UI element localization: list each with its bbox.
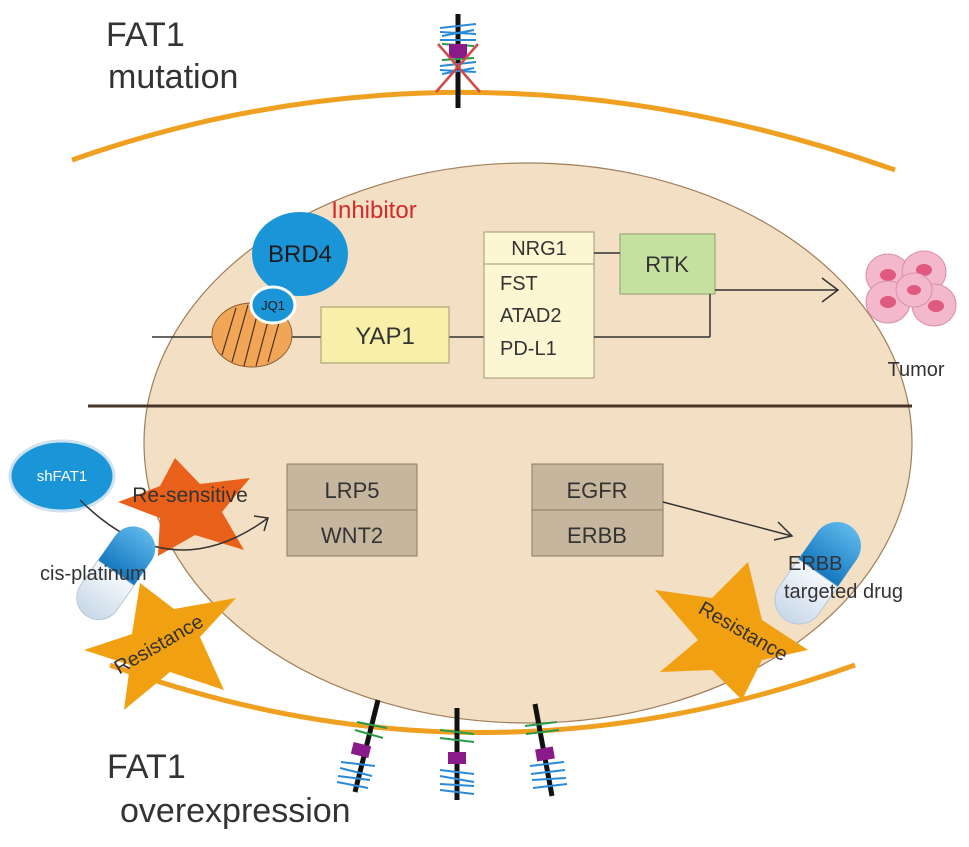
receptor-icon-right [524, 703, 568, 797]
re-sensitive-label: Re-sensitive [132, 484, 248, 507]
shfat1-label: shFAT1 [37, 468, 88, 485]
erbb-label: ERBB [567, 523, 627, 548]
erbb-drug-label-line1: ERBB [788, 553, 842, 575]
resistance-star-right-icon [655, 562, 808, 700]
rtk-label: RTK [645, 252, 689, 277]
brd4-label: BRD4 [268, 241, 332, 268]
egfr-label: EGFR [566, 478, 627, 503]
yap1-label: YAP1 [355, 323, 415, 350]
receptor-icon-left [336, 699, 388, 793]
lrp5-label: LRP5 [324, 478, 379, 503]
cis-platinum-pill-icon [76, 526, 156, 620]
rtk-box [619, 233, 716, 295]
fat1-mutation-title-line1: FAT1 [106, 16, 185, 54]
mutated-receptor-icon [435, 14, 481, 108]
tumor-cells-icon [865, 250, 957, 327]
fst-label: FST [500, 273, 538, 295]
cis-platinum-label: cis-platinum [40, 563, 147, 585]
brd4-protein [252, 212, 348, 296]
jq1-inhibitor [249, 285, 297, 325]
erbb-drug-pill-icon [774, 521, 861, 625]
nucleus [143, 162, 913, 724]
arrow-to-erbb-drug [662, 501, 793, 537]
jq1-label: JQ1 [261, 298, 285, 313]
resistance-star-left-icon [84, 583, 236, 710]
fat1-overexpression-title-line1: FAT1 [107, 748, 186, 786]
atad2-label: ATAD2 [500, 305, 562, 327]
tumor-label: Tumor [887, 359, 944, 381]
erbb-drug-label-line2: targeted drug [784, 581, 903, 603]
top-membrane [71, 89, 896, 173]
resensitize-arrow [79, 499, 269, 551]
fat1-overexpression-title-line2: overexpression [120, 792, 351, 830]
inhibitor-label: Inhibitor [331, 197, 416, 224]
shfat1-ellipse [8, 439, 116, 513]
bottom-membrane [109, 662, 856, 735]
nrg1-label: NRG1 [511, 238, 567, 260]
receptor-icon-middle [439, 708, 475, 800]
wnt2-label: WNT2 [321, 523, 383, 548]
target-genes-box [483, 231, 595, 379]
re-sensitive-star-icon [118, 458, 250, 556]
yap1-box [320, 306, 450, 364]
pdl1-label: PD-L1 [500, 338, 557, 360]
fat1-mutation-title-line2: mutation [108, 58, 238, 96]
